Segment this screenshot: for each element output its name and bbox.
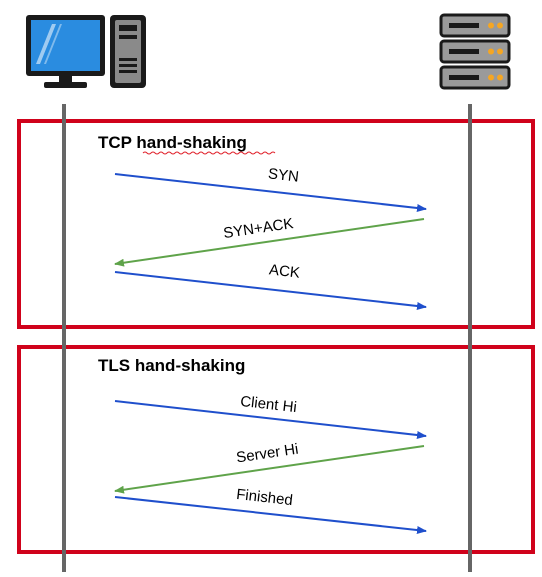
- finished-label: Finished: [235, 486, 293, 509]
- ack-arrow: [114, 271, 427, 310]
- syn-arrow: [114, 173, 427, 212]
- tls-section-title: TLS hand-shaking: [98, 356, 245, 375]
- server-hi-arrow: [114, 445, 425, 494]
- ack-label: ACK: [268, 261, 301, 281]
- tcp-section-frame: [17, 119, 535, 329]
- syn-label: SYN: [267, 165, 300, 185]
- server-hi-label: Server Hi: [235, 441, 299, 467]
- tcp-section-title: TCP hand-shaking: [98, 133, 247, 152]
- finished-arrow: [114, 496, 427, 534]
- client-hi-label: Client Hi: [239, 393, 297, 416]
- spellcheck-underline: [142, 151, 276, 155]
- syn-ack-arrow: [114, 218, 425, 267]
- syn-ack-label: SYN+ACK: [222, 215, 294, 242]
- tls-section-frame: [17, 345, 535, 554]
- server-rack-icon: [439, 13, 511, 90]
- client-hi-arrow: [114, 400, 427, 439]
- desktop-computer-icon: [26, 15, 146, 88]
